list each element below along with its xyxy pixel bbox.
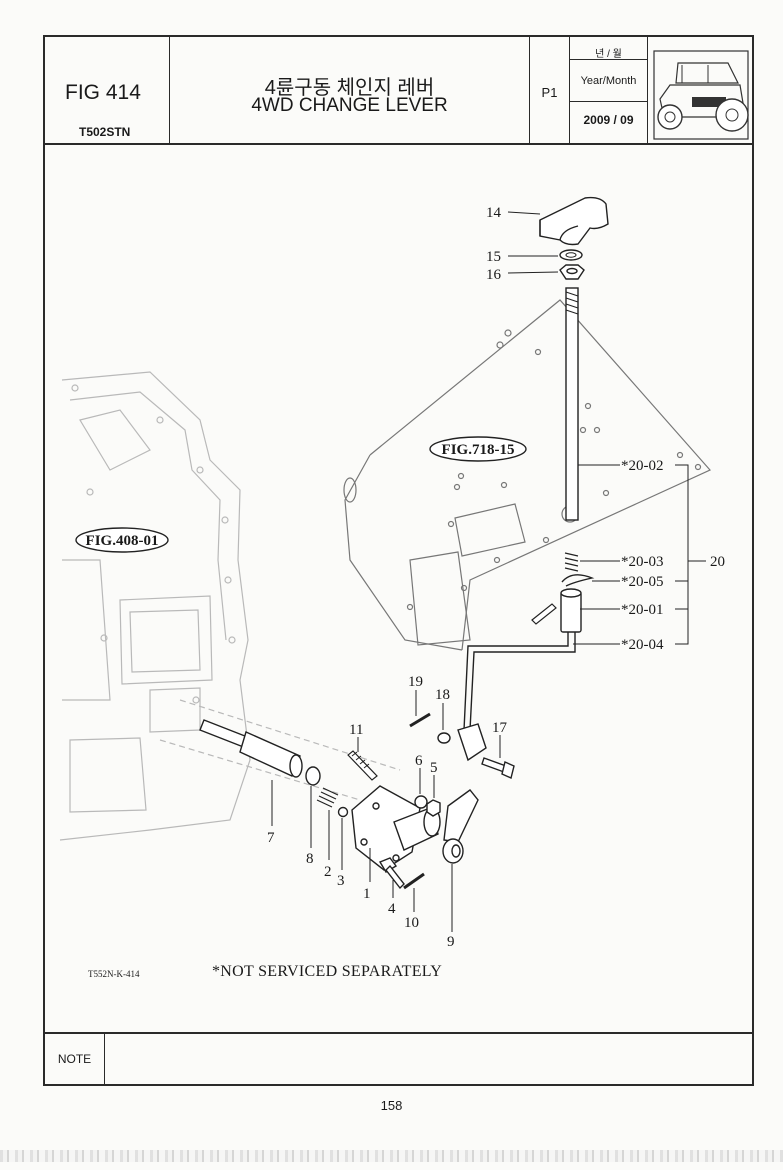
o-ring (305, 766, 321, 786)
date-cell: 년 / 월 Year/Month 2009 / 09 (570, 37, 648, 143)
revision-date: 2009 / 09 (583, 113, 634, 127)
callout-6: 6 (415, 753, 423, 769)
callout-4: 4 (388, 901, 396, 917)
note-label: NOTE (45, 1034, 105, 1084)
retaining-clip (561, 574, 595, 587)
svg-text:FIG.718-15: FIG.718-15 (442, 442, 515, 458)
model-code: T502STN (79, 125, 131, 139)
hex-nut (559, 264, 585, 280)
inner-lever (442, 789, 479, 864)
spring-pin (403, 872, 425, 890)
callout-1: 1 (363, 886, 371, 902)
header-table: FIG 414 T502STN 4륜구동 체인지 레버 4WD CHANGE L… (45, 37, 752, 145)
callout-20-04: *20-04 (621, 637, 664, 653)
service-disclaimer: *NOT SERVICED SEPARATELY (212, 963, 443, 980)
callout-7: 7 (267, 830, 275, 846)
scan-artifact-strip (0, 1150, 783, 1162)
transmission-housing-outline (59, 371, 401, 841)
callout-5: 5 (430, 760, 438, 776)
callout-10: 10 (404, 915, 419, 931)
callout-11: 11 (349, 722, 363, 738)
callout-17: 17 (492, 720, 508, 736)
callout-9: 9 (447, 934, 455, 950)
callout-20-05: *20-05 (621, 574, 664, 590)
detent-ball (337, 806, 349, 818)
page-ref-cell: P1 (530, 37, 570, 143)
svg-text:FIG.408-01: FIG.408-01 (86, 533, 159, 549)
split-pin (409, 712, 431, 728)
shaft-housing (351, 785, 441, 871)
title-korean: 4륜구동 체인지 레버 (264, 77, 435, 99)
title-cell: 4륜구동 체인지 레버 4WD CHANGE LEVER (170, 37, 530, 143)
fig-ref-718-15: FIG.718-15 (429, 436, 527, 462)
spring-small (564, 552, 579, 572)
page-number: 158 (380, 1098, 403, 1113)
page-ref: P1 (541, 85, 558, 100)
callout-16: 16 (486, 267, 502, 283)
callout-20-02: *20-02 (621, 458, 664, 474)
lever-rod (565, 287, 579, 521)
callout-8: 8 (306, 851, 314, 867)
callout-15: 15 (486, 249, 501, 265)
nut-6 (414, 795, 428, 809)
callout-2: 2 (324, 864, 332, 880)
callout-18: 18 (435, 687, 450, 703)
tractor-cell (648, 37, 754, 143)
fig-ref-408-01: FIG.408-01 (75, 527, 169, 553)
cab-floor-plate (343, 299, 711, 651)
callout-19: 19 (408, 674, 423, 690)
stud-bolt (347, 750, 378, 781)
callout-20: 20 (710, 554, 725, 570)
note-row: NOTE (45, 1032, 752, 1084)
catalog-page-frame: FIG 414 T502STN 4륜구동 체인지 레버 4WD CHANGE L… (43, 35, 754, 1086)
year-month-label: Year/Month (580, 75, 637, 87)
year-month-korean: 년 / 월 (595, 49, 622, 60)
pin-small (531, 603, 557, 625)
callout-20-01: *20-01 (621, 602, 664, 618)
nut-5 (426, 799, 441, 817)
tractor-icon (653, 50, 749, 140)
lever-sleeve (560, 588, 582, 633)
washer-small (437, 732, 451, 744)
bolt (481, 757, 515, 779)
hex-bolt (378, 857, 405, 890)
callouts: 14 15 16 *20-02 *20-03 20 *20-05 *20-01 … (267, 205, 725, 950)
shift-shaft (199, 719, 303, 778)
title-english: 4WD CHANGE LEVER (251, 95, 448, 116)
callout-20-03: *20-03 (621, 554, 664, 570)
lever-knob (539, 196, 609, 246)
drawing-code: T552N-K-414 (88, 969, 140, 979)
detent-spring (316, 787, 339, 808)
lever-arm (457, 632, 576, 762)
washer (559, 249, 583, 261)
callout-14: 14 (486, 205, 502, 221)
fig-number: FIG 414 (65, 81, 141, 104)
callout-3: 3 (337, 873, 345, 889)
fig-cell: FIG 414 T502STN (45, 37, 170, 143)
